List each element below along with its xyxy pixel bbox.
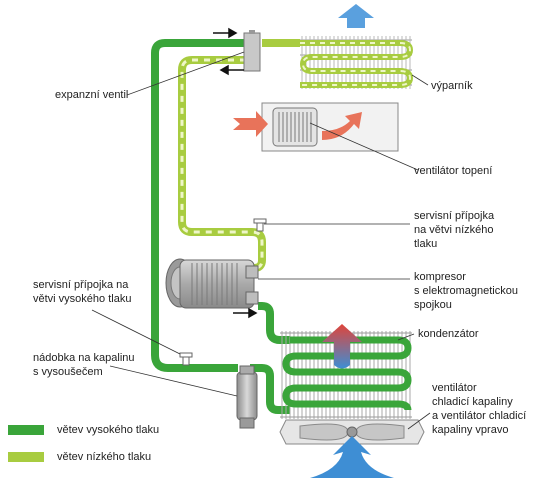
low-pressure-service-port <box>253 218 267 232</box>
condenser-fan <box>279 419 425 445</box>
label-expansion-valve: expanzní ventil <box>55 89 129 101</box>
leader-lines <box>91 51 431 430</box>
flow-arrows-valve <box>213 27 244 76</box>
fan-air-in-arrow <box>310 436 394 478</box>
high-pressure-lines <box>151 39 290 414</box>
label-heater-fan: ventilátor topení <box>414 165 493 177</box>
label-condenser-fan: ventilátor chladicí kapaliny a ventiláto… <box>432 382 527 436</box>
legend-high-pressure-label: větev vysokého tlaku <box>57 424 160 436</box>
label-low-pressure-port: servisní přípojka na větvi nízkého tlaku <box>414 210 495 250</box>
condenser <box>280 331 412 419</box>
label-high-pressure-port: servisní přípojka na větvi vysokého tlak… <box>33 279 132 305</box>
evaporator <box>299 36 414 89</box>
evaporator-air-arrow <box>338 4 374 28</box>
flow-arrow-compressor <box>233 307 258 319</box>
label-condenser: kondenzátor <box>418 328 479 340</box>
low-pressure-lines <box>178 39 300 272</box>
high-pressure-service-port <box>179 352 193 366</box>
condenser-air-arrow <box>322 324 362 369</box>
legend-high-pressure-swatch <box>8 425 44 435</box>
compressor <box>165 258 259 309</box>
heater-unit <box>261 102 399 152</box>
label-receiver-drier: nádobka na kapalinu s vysoušečem <box>33 352 135 378</box>
label-evaporator: výparník <box>431 80 473 92</box>
receiver-drier <box>236 365 258 429</box>
expansion-valve <box>243 30 261 72</box>
legend-low-pressure-label: větev nízkého tlaku <box>57 451 152 463</box>
legend-low-pressure-swatch <box>8 452 44 462</box>
label-compressor: kompresor s elektromagnetickou spojkou <box>414 271 518 311</box>
heater-air-in-arrow <box>233 111 268 137</box>
